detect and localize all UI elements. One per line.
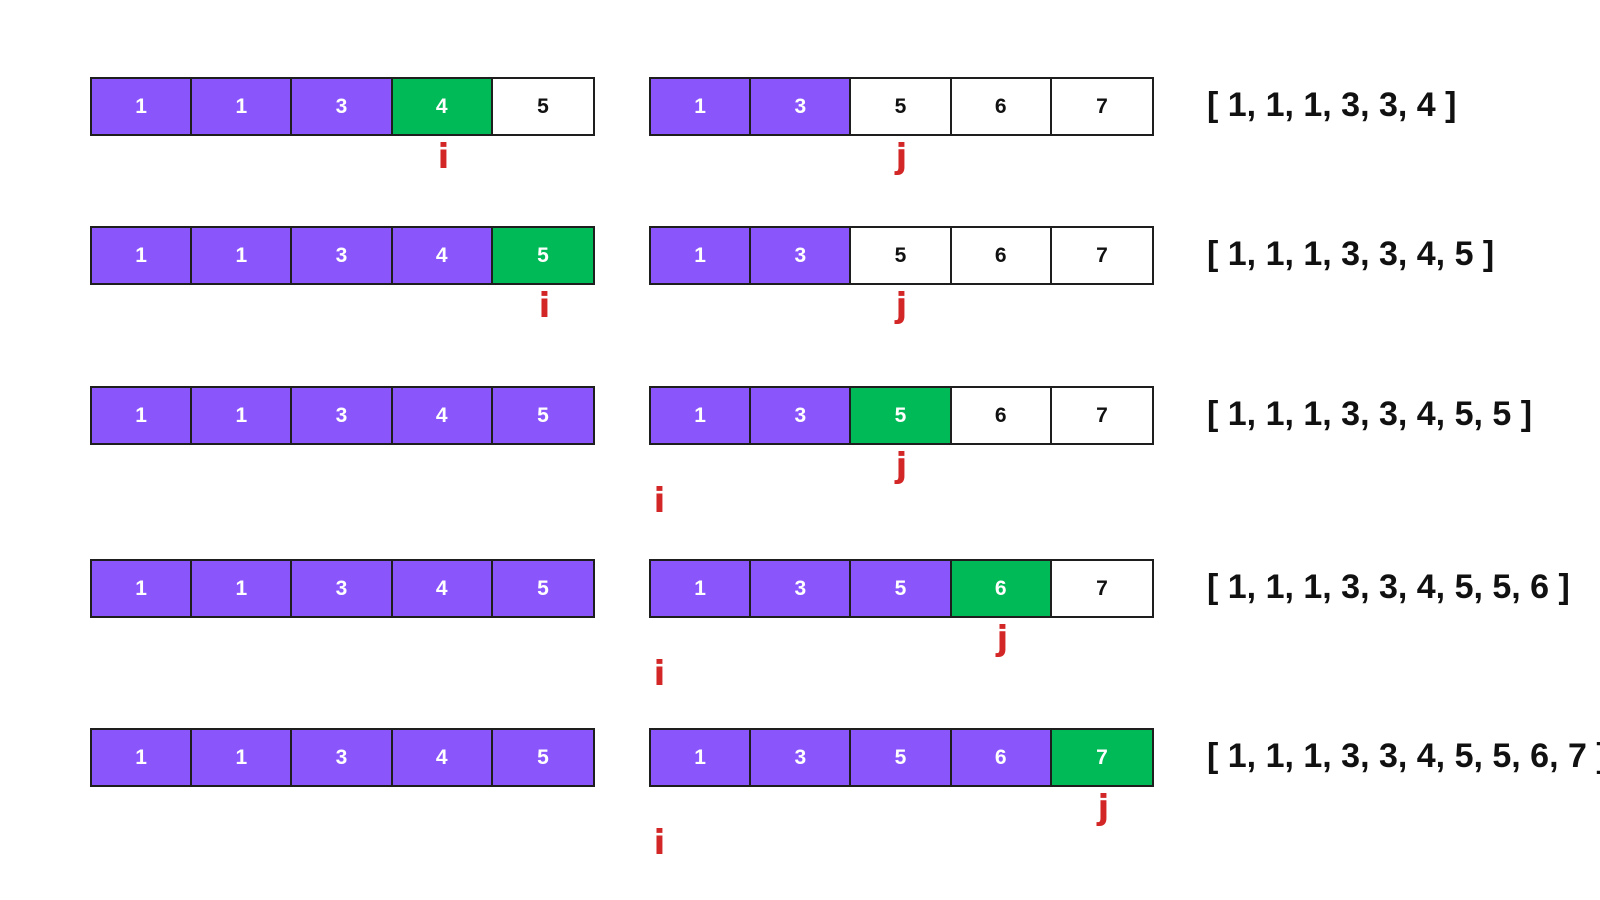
left-array-cell: 5 bbox=[492, 228, 593, 283]
left-array-cell: 3 bbox=[292, 79, 393, 134]
right-array-cell: 1 bbox=[651, 561, 752, 616]
left-array-cell: 3 bbox=[292, 388, 393, 443]
left-array-cell: 3 bbox=[292, 228, 393, 283]
right-array-cell: 5 bbox=[851, 228, 952, 283]
right-array-cell: 3 bbox=[751, 388, 852, 443]
left-array-cell: 5 bbox=[492, 79, 593, 134]
right-array-cell: 1 bbox=[651, 79, 752, 134]
left-array-cell: 1 bbox=[92, 79, 193, 134]
merged-result-label: [ 1, 1, 1, 3, 3, 4 ] bbox=[1207, 86, 1457, 124]
right-array-cell: 6 bbox=[951, 730, 1052, 785]
right-array-cell: 7 bbox=[1051, 388, 1152, 443]
right-array-cell: 7 bbox=[1051, 79, 1152, 134]
right-array-cell: 1 bbox=[651, 388, 752, 443]
left-array-cell: 3 bbox=[292, 730, 393, 785]
right-array-cell: 6 bbox=[951, 228, 1052, 283]
right-array-cell: 5 bbox=[851, 388, 952, 443]
left-array-cell: 5 bbox=[492, 730, 593, 785]
left-array-cell: 5 bbox=[492, 561, 593, 616]
left-array-cell: 1 bbox=[192, 730, 293, 785]
left-array-cell: 1 bbox=[92, 561, 193, 616]
left-array-cell: 4 bbox=[392, 79, 493, 134]
merged-result-label: [ 1, 1, 1, 3, 3, 4, 5, 5, 6 ] bbox=[1207, 568, 1570, 606]
right-array-cell: 5 bbox=[851, 79, 952, 134]
right-array-cell: 1 bbox=[651, 730, 752, 785]
right-array-cell: 6 bbox=[951, 388, 1052, 443]
right-array-cell: 7 bbox=[1051, 228, 1152, 283]
left-array-cell: 4 bbox=[392, 730, 493, 785]
right-array-cell: 7 bbox=[1051, 730, 1152, 785]
pointer-i-label: i bbox=[653, 481, 666, 521]
left-array-cell: 1 bbox=[192, 561, 293, 616]
pointer-i-label: i bbox=[653, 654, 666, 694]
merged-result-label: [ 1, 1, 1, 3, 3, 4, 5 ] bbox=[1207, 235, 1495, 273]
right-array-cell: 3 bbox=[751, 730, 852, 785]
pointer-j-label: j bbox=[996, 619, 1009, 659]
left-array-cell: 1 bbox=[92, 228, 193, 283]
left-array-cell: 4 bbox=[392, 561, 493, 616]
left-array-cell: 1 bbox=[192, 388, 293, 443]
left-array-cell: 3 bbox=[292, 561, 393, 616]
pointer-j-label: j bbox=[1097, 788, 1110, 828]
right-array-cell: 7 bbox=[1051, 561, 1152, 616]
right-array-cell: 1 bbox=[651, 228, 752, 283]
pointer-j-label: j bbox=[895, 446, 908, 486]
right-array-cell: 3 bbox=[751, 561, 852, 616]
right-array-cell: 6 bbox=[951, 561, 1052, 616]
merged-result-label: [ 1, 1, 1, 3, 3, 4, 5, 5, 6, 7 ] bbox=[1207, 737, 1600, 775]
left-array-cell: 4 bbox=[392, 388, 493, 443]
merged-result-label: [ 1, 1, 1, 3, 3, 4, 5, 5 ] bbox=[1207, 395, 1533, 433]
pointer-j-label: j bbox=[895, 137, 908, 177]
pointer-i-label: i bbox=[538, 286, 551, 326]
left-array-cell: 5 bbox=[492, 388, 593, 443]
right-array-cell: 5 bbox=[851, 730, 952, 785]
left-array-cell: 4 bbox=[392, 228, 493, 283]
left-array-cell: 1 bbox=[92, 388, 193, 443]
pointer-i-label: i bbox=[653, 823, 666, 863]
left-array-cell: 1 bbox=[192, 228, 293, 283]
left-array-cell: 1 bbox=[92, 730, 193, 785]
right-array-cell: 3 bbox=[751, 79, 852, 134]
right-array-cell: 3 bbox=[751, 228, 852, 283]
pointer-j-label: j bbox=[895, 286, 908, 326]
right-array-cell: 5 bbox=[851, 561, 952, 616]
right-array-cell: 6 bbox=[951, 79, 1052, 134]
left-array-cell: 1 bbox=[192, 79, 293, 134]
pointer-i-label: i bbox=[437, 137, 450, 177]
